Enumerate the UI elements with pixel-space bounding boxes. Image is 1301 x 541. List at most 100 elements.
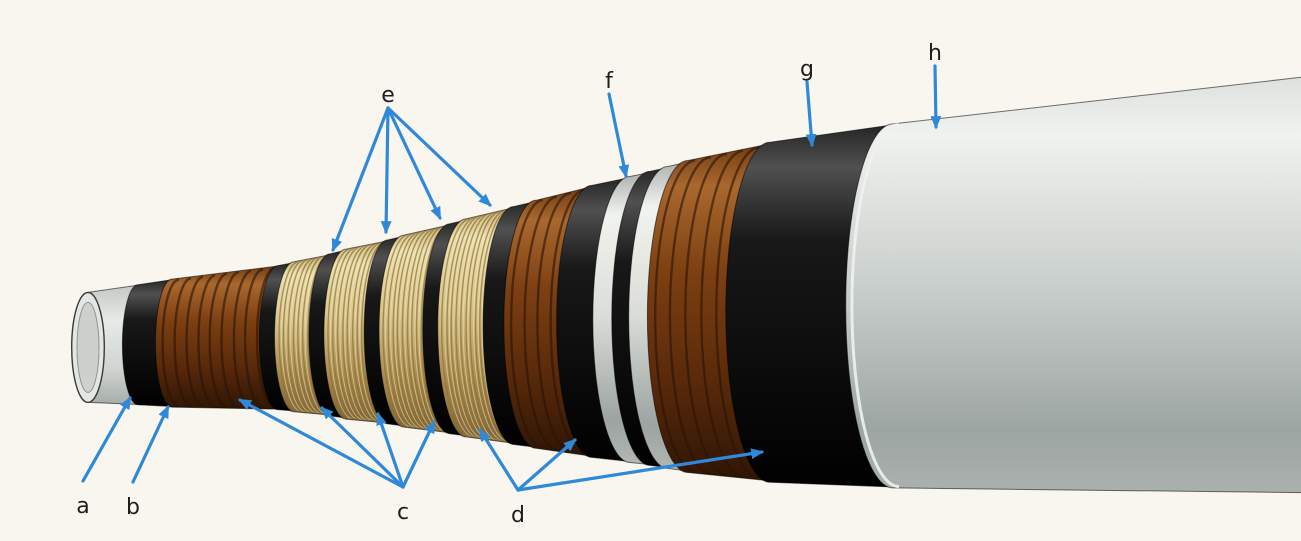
braid-highlight-line [448, 217, 478, 438]
leader-arrow-d [516, 438, 577, 492]
label-b: b [126, 495, 140, 520]
leader-arrow-c [320, 406, 405, 489]
braid-strand-line [301, 256, 324, 415]
braid-strand-line [356, 242, 381, 422]
braid-strand-line [450, 215, 481, 439]
braid-strand-line [392, 232, 419, 429]
braid-highlight-line [359, 242, 383, 422]
leader-arrow-h [930, 64, 942, 130]
leader-arrow-c [238, 398, 405, 489]
leader-arrow-g [805, 80, 817, 148]
braid-strand-line [440, 218, 471, 438]
wrap-line [536, 192, 572, 453]
wrap-line [653, 159, 696, 473]
wrap-line [243, 268, 264, 409]
layer-braid-layer-4-texture [440, 207, 518, 444]
leader-arrow-b [131, 405, 170, 484]
wrap-line [715, 146, 760, 480]
braid-highlight-line [299, 257, 321, 414]
wrap-line [173, 277, 192, 408]
braid-strand-line [474, 210, 506, 442]
braid-strand-line [387, 233, 414, 428]
braid-strand-line [406, 228, 434, 431]
braid-highlight-line [404, 230, 431, 430]
braid-strand-line [415, 226, 444, 432]
wrap-line [509, 198, 544, 449]
jacket-cut-rim [850, 123, 900, 489]
braid-highlight-line [335, 247, 358, 420]
braid-strand-line [411, 227, 439, 431]
braid-strand-line [346, 244, 371, 422]
braid-highlight-line [399, 231, 426, 429]
braid-highlight-line [409, 229, 436, 430]
braid-strand-line [469, 211, 501, 442]
braid-strand-line [278, 261, 299, 412]
braid-highlight-line [418, 226, 446, 432]
wrap-line [185, 275, 204, 408]
braid-strand-line [382, 234, 409, 428]
cable-illustration [70, 76, 1301, 494]
braid-strand-line [396, 231, 424, 430]
braid-highlight-line [285, 260, 306, 412]
tube-bore [76, 301, 100, 393]
braid-highlight-line [290, 259, 311, 413]
wrap-line [161, 278, 180, 407]
braid-strand-line [297, 257, 319, 414]
leader-arrow-e [386, 106, 492, 207]
wrap-line [523, 195, 558, 451]
layer-wrap-layer-1-texture [161, 266, 276, 409]
braid-highlight-line [453, 216, 483, 439]
braid-strand-line [292, 258, 314, 414]
braid-highlight-line [477, 210, 508, 442]
leader-arrow-e [386, 106, 442, 220]
wrap-line [220, 271, 240, 409]
braid-highlight-line [339, 246, 363, 420]
braid-strand-line [455, 214, 486, 440]
braid-highlight-line [444, 218, 473, 437]
layer-outer-jacket [845, 76, 1301, 494]
leader-arrow-e [331, 106, 390, 253]
leader-arrow-d [478, 428, 520, 492]
braid-strand-line [479, 208, 511, 443]
braid-strand-line [465, 212, 496, 441]
braid-highlight-line [458, 214, 488, 439]
braid-strand-line [332, 247, 356, 420]
label-f: f [605, 69, 614, 94]
braid-strand-line [342, 245, 366, 421]
braid-highlight-line [295, 258, 316, 413]
braid-strand-line [460, 213, 491, 440]
braid-strand-line [282, 260, 304, 413]
braid-strand-line [327, 248, 351, 420]
braid-strand-line [336, 246, 361, 421]
wrap-line [684, 152, 728, 477]
label-a: a [76, 494, 89, 519]
braid-highlight-line [414, 227, 441, 431]
braid-strand-line [401, 230, 429, 430]
leader-arrow-f [607, 92, 630, 179]
braid-highlight-line [329, 248, 353, 419]
braid-highlight-line [390, 233, 416, 428]
braid-strand-line [360, 241, 386, 423]
braid-highlight-line [281, 261, 301, 412]
wrap-line [197, 274, 216, 408]
braid-highlight-line [462, 213, 493, 440]
braid-highlight-line [473, 211, 503, 441]
wrap-line [208, 272, 228, 408]
braid-highlight-line [394, 232, 421, 429]
wrap-line [668, 156, 712, 475]
label-c: c [397, 500, 409, 525]
braid-highlight-line [467, 212, 498, 441]
braid-highlight-line [354, 243, 378, 422]
leader-arrow-c [401, 420, 436, 489]
label-d: d [511, 503, 525, 528]
braid-strand-line [446, 217, 476, 438]
label-e: e [381, 83, 395, 108]
label-g: g [800, 57, 814, 82]
wrap-line [255, 266, 276, 409]
braid-strand-line [287, 259, 309, 413]
leader-arrow-d [516, 448, 765, 492]
braid-highlight-line [385, 234, 411, 427]
